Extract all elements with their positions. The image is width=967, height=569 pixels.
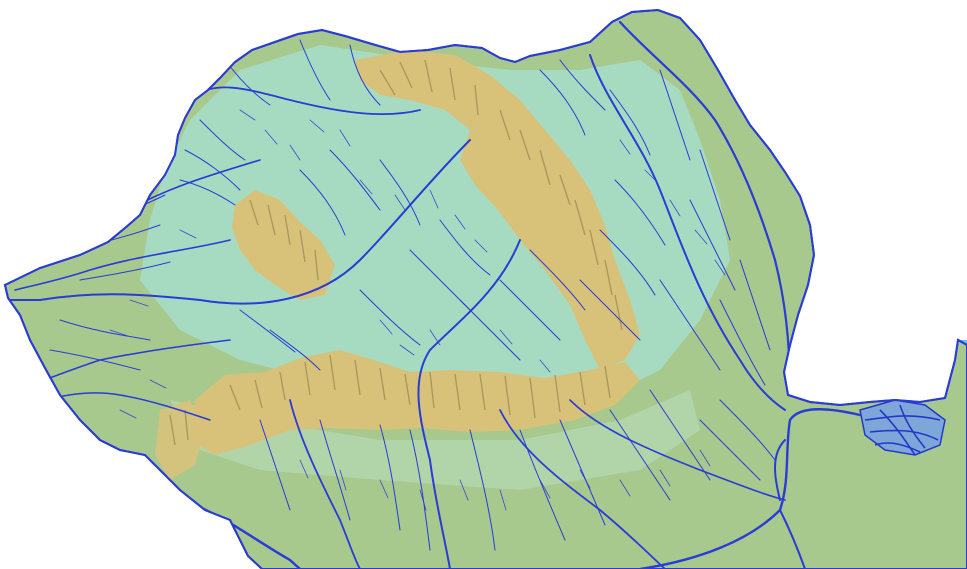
- mures-river: [9, 139, 471, 305]
- apuseni-mountains: [232, 190, 335, 300]
- somes-river: [194, 86, 421, 115]
- olt-river: [417, 239, 521, 569]
- siret-river: [589, 54, 786, 411]
- ialomita-river: [569, 399, 786, 501]
- delta-channels: [864, 404, 941, 456]
- banat-mountains: [155, 400, 205, 480]
- mountain-shading: [169, 59, 623, 446]
- jiu-river: [289, 399, 361, 569]
- prut-river: [618, 20, 792, 397]
- arges-river: [499, 409, 666, 569]
- southern-carpathians: [190, 350, 640, 455]
